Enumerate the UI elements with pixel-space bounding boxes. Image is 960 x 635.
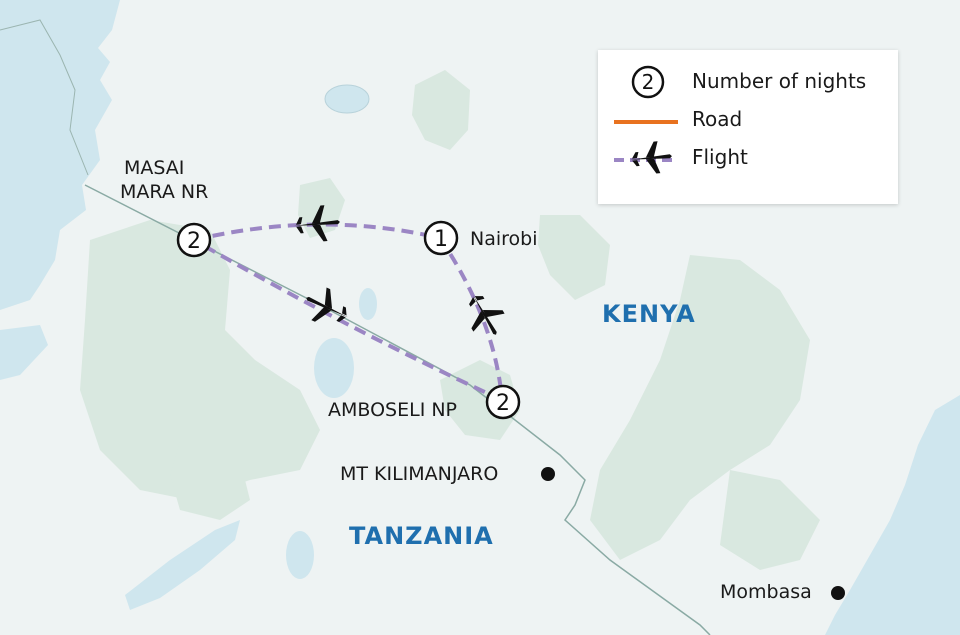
lake-manyara	[125, 520, 240, 610]
label-country-tanzania: TANZANIA	[349, 522, 494, 550]
park-tsavo	[590, 255, 810, 560]
border-line-west	[0, 19, 89, 176]
label-kilimanjaro: MT KILIMANJARO	[340, 463, 499, 485]
label-masai-mara-line1: MASAI	[124, 157, 185, 179]
map-legend: 2 Number of nights Road Flight	[598, 50, 898, 204]
ocean	[825, 395, 960, 635]
legend-flight-label: Flight	[692, 145, 748, 169]
legend-row-nights: 2 Number of nights	[598, 64, 898, 100]
flight-path-nairobi-amboseli	[438, 236, 504, 401]
flight-line-icon	[614, 141, 678, 174]
lake-small-1	[359, 288, 377, 320]
point-marker-mombasa	[831, 586, 845, 600]
nights-marker-nairobi: 1	[423, 220, 459, 256]
lake-natron	[314, 338, 354, 398]
road-line-icon	[614, 120, 678, 124]
lake-small-west	[0, 325, 48, 380]
nights-count: 2	[187, 229, 201, 254]
park-serengeti	[80, 220, 320, 500]
nights-circle-icon: 2	[631, 65, 665, 99]
label-amboseli: AMBOSELI NP	[328, 399, 458, 421]
legend-nights-symbol: 2	[642, 70, 655, 94]
park-tsavo-2	[720, 470, 820, 570]
plane-icon	[306, 287, 348, 323]
lake-small-2	[286, 531, 314, 579]
park-aberdare	[412, 70, 470, 150]
nights-count: 1	[434, 227, 448, 252]
point-marker-kilimanjaro	[541, 467, 555, 481]
plane-icon	[469, 294, 505, 335]
nights-marker-masai-mara: 2	[176, 222, 212, 258]
plane-icon	[630, 141, 672, 174]
legend-nights-label: Number of nights	[692, 69, 867, 93]
park-ruaha	[170, 440, 250, 520]
border-line	[84, 184, 711, 635]
legend-row-road: Road	[598, 102, 898, 138]
legend-row-flight: Flight	[598, 140, 898, 176]
label-masai-mara-line2: MARA NR	[120, 181, 209, 203]
flight-path-amboseli-mara	[193, 238, 503, 402]
legend-road-label: Road	[692, 107, 743, 131]
lake-naivasha	[324, 84, 370, 114]
nights-count: 2	[496, 391, 510, 416]
label-country-kenya: KENYA	[602, 300, 696, 328]
label-nairobi: Nairobi	[470, 228, 538, 250]
park-meru	[538, 215, 610, 300]
label-mombasa: Mombasa	[720, 581, 812, 603]
plane-icon	[294, 205, 340, 242]
nights-marker-amboseli: 2	[485, 384, 521, 420]
lake-victoria	[0, 0, 120, 310]
